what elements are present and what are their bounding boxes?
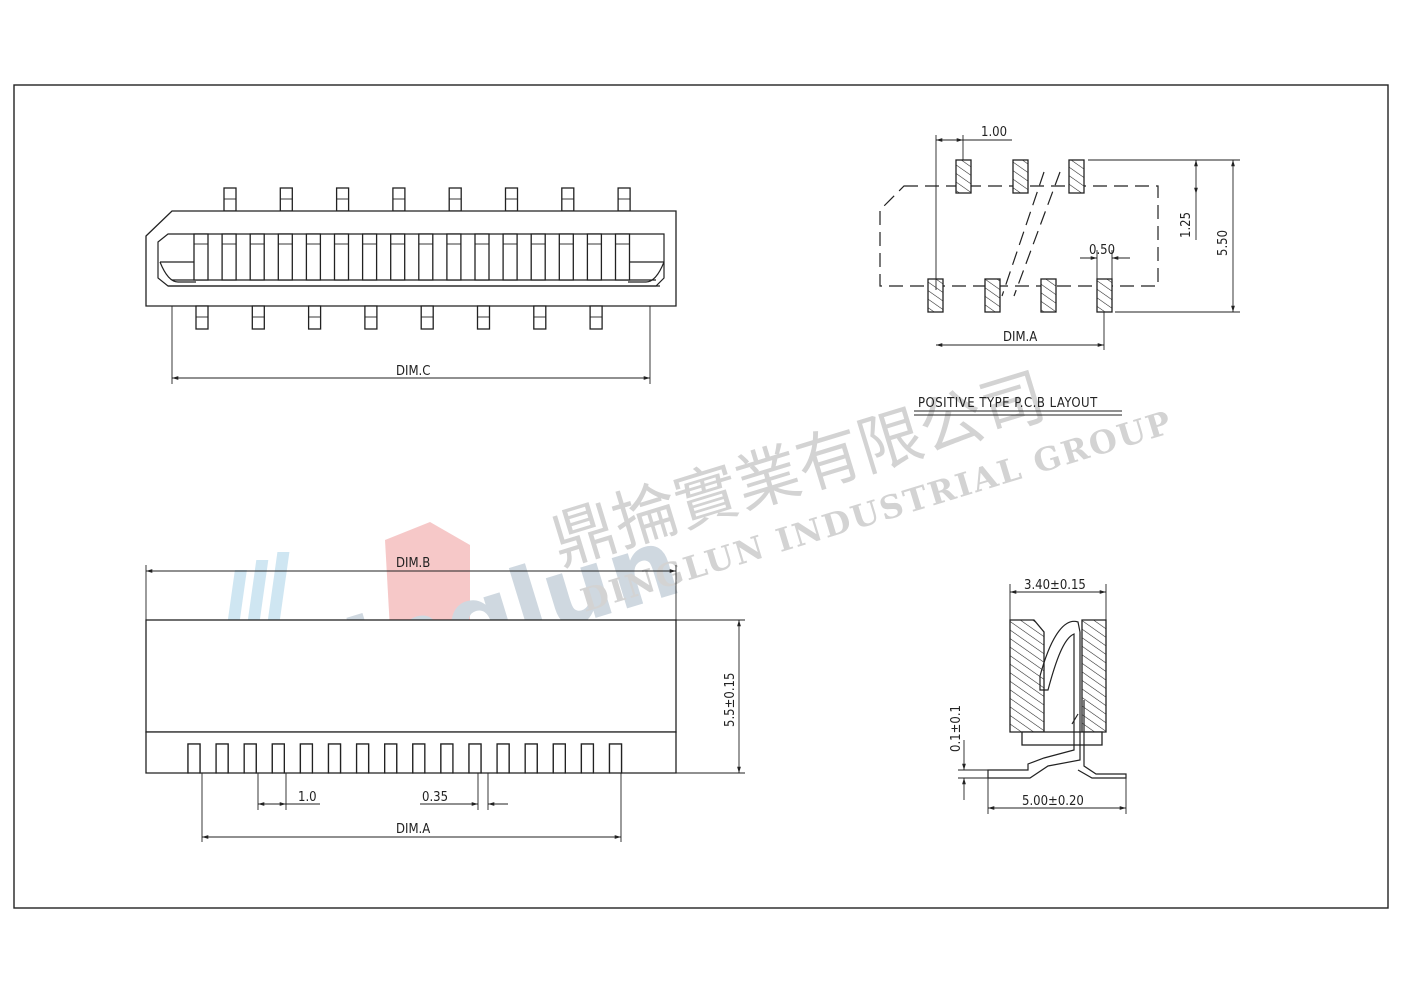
contact — [390, 233, 406, 281]
contact — [502, 233, 518, 281]
contact — [474, 233, 490, 281]
pin-lower — [307, 305, 322, 330]
dim-b-label: DIM.B — [396, 556, 430, 571]
contact — [446, 233, 462, 281]
front-pin — [412, 743, 426, 774]
top-contacts — [193, 233, 631, 281]
dim-c-label: DIM.C — [396, 364, 430, 379]
pcb-row-offset-label: 1.25 — [1179, 212, 1194, 238]
front-height-label: 5.5±0.15 — [723, 673, 738, 727]
pin-upper — [617, 187, 631, 212]
front-pin — [524, 743, 538, 774]
contact — [277, 233, 293, 281]
pad-row-bottom — [927, 278, 1113, 313]
side-base — [1021, 731, 1103, 746]
pcb-pad-width-label: 0.50 — [1089, 243, 1115, 258]
contact — [249, 233, 265, 281]
contact — [193, 233, 209, 281]
front-pin — [243, 743, 257, 774]
pcb-layout: 1.00 1.25 5.50 0.50 DIM.A POSITIVE TYPE … — [879, 125, 1240, 416]
front-pitch-label: 1.0 — [298, 790, 317, 805]
side-footprint-label: 5.00±0.20 — [1022, 794, 1084, 809]
top-pins-upper — [223, 187, 631, 212]
front-pin — [299, 743, 314, 774]
pcb-layout-caption: POSITIVE TYPE P.C.B LAYOUT — [918, 396, 1098, 411]
side-width-label: 3.40±0.15 — [1024, 578, 1086, 593]
pin-lower — [364, 305, 378, 330]
front-pin — [384, 743, 398, 774]
pin-upper — [504, 187, 519, 212]
pin-upper — [448, 187, 462, 212]
pad-row-top — [955, 159, 1085, 194]
pin-lower — [533, 305, 547, 330]
front-pin — [355, 743, 370, 774]
pin-lower — [251, 305, 265, 330]
pin-upper — [335, 187, 350, 212]
front-pin — [468, 743, 482, 774]
pcb-dim-a-label: DIM.A — [1003, 330, 1037, 345]
front-pin — [271, 743, 285, 774]
front-pin — [215, 743, 229, 774]
side-standoff-label: 0.1±0.1 — [949, 705, 964, 752]
top-pins-lower — [195, 305, 603, 330]
pcb-pitch-label: 1.00 — [981, 125, 1007, 140]
front-pin — [496, 743, 510, 774]
pcb-outline — [879, 185, 1159, 287]
contact — [361, 233, 378, 281]
side-view: 3.40±0.15 0.1±0.1 5.00±0.20 — [949, 578, 1127, 814]
pin-upper — [392, 187, 406, 212]
pin-lower — [589, 305, 603, 330]
contact — [333, 233, 350, 281]
front-pin-width-label: 0.35 — [422, 790, 448, 805]
contact — [530, 233, 546, 281]
pin-upper — [561, 187, 575, 212]
contact — [418, 233, 434, 281]
front-pin — [552, 743, 566, 774]
contact — [614, 233, 631, 281]
contact — [586, 233, 603, 281]
contact — [305, 233, 322, 281]
contact — [221, 233, 237, 281]
front-pin — [580, 743, 595, 774]
contact — [558, 233, 574, 281]
pin-lower — [420, 305, 434, 330]
front-pin — [187, 743, 201, 774]
front-view-housing — [145, 619, 677, 733]
front-pin — [440, 743, 454, 774]
front-pin — [327, 743, 342, 774]
pin-lower — [195, 305, 209, 330]
top-view: DIM.C — [145, 187, 677, 384]
pcb-overall-label: 5.50 — [1216, 230, 1231, 256]
pin-upper — [279, 187, 293, 212]
front-pin — [608, 743, 623, 774]
pin-lower — [476, 305, 491, 330]
side-contact-spring — [987, 620, 1081, 779]
border-frame — [13, 84, 1389, 909]
pin-upper — [223, 187, 237, 212]
front-view: DIM.B 5.5±0.15 1.0 0.35 DIM.A — [145, 556, 745, 842]
front-dim-a-label: DIM.A — [396, 822, 430, 837]
